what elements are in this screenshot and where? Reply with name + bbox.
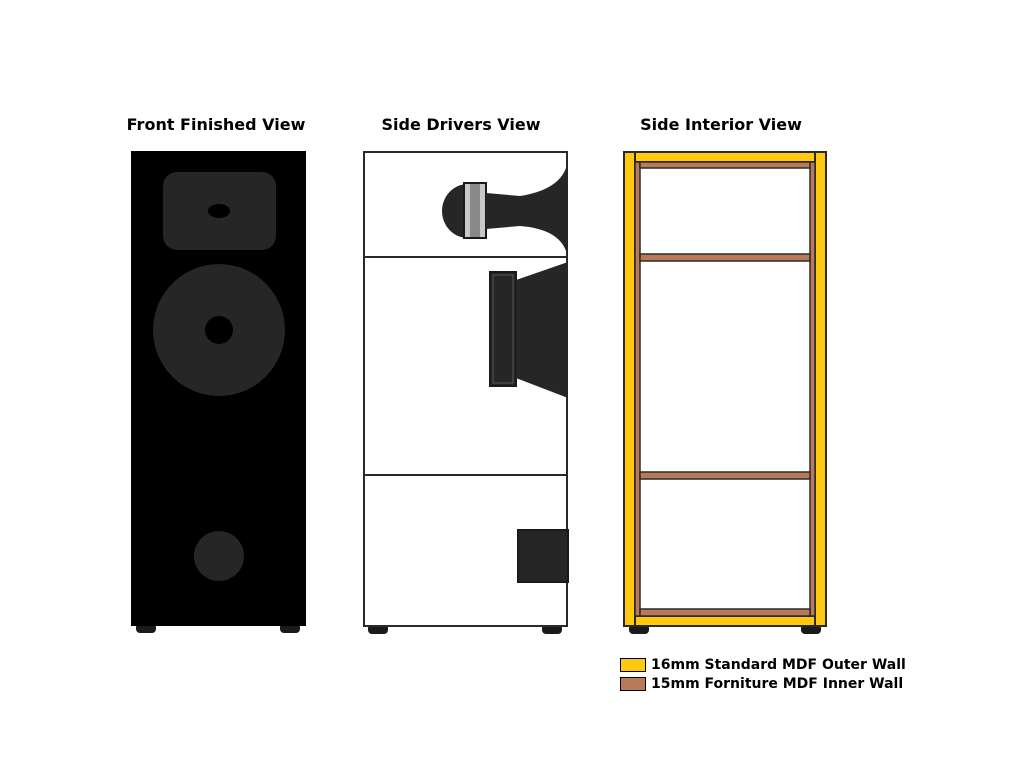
front-view-title: Front Finished View	[126, 115, 306, 134]
outer-wall-left	[623, 151, 636, 627]
midrange-horn-icon	[489, 262, 568, 398]
front-view	[131, 151, 306, 633]
inner-wall-left	[634, 161, 641, 617]
inner-wall-top	[639, 161, 811, 169]
tweeter-hole	[208, 204, 230, 218]
outer-wall-top	[634, 151, 816, 163]
inner-shelf-1	[639, 253, 811, 262]
legend-swatch-outer	[620, 658, 646, 672]
drivers-view	[363, 151, 569, 634]
inner-wall-right	[809, 161, 816, 617]
outer-wall-right	[814, 151, 827, 627]
tweeter-horn-icon	[442, 168, 568, 251]
interior-view	[623, 151, 827, 634]
legend-label-inner: 15mm Forniture MDF Inner Wall	[651, 676, 904, 692]
bass-port-icon	[517, 529, 569, 583]
inner-wall-bottom	[639, 608, 811, 617]
legend-swatch-inner	[620, 677, 646, 691]
legend-label-outer: 16mm Standard MDF Outer Wall	[651, 657, 906, 673]
midrange-center	[205, 316, 233, 344]
outer-wall-bottom	[634, 615, 816, 627]
inner-shelf-2	[639, 471, 811, 480]
drivers-view-title: Side Drivers View	[381, 115, 541, 134]
interior-view-title: Side Interior View	[640, 115, 802, 134]
bass-port	[194, 531, 244, 581]
legend-item-inner-wall: 15mm Forniture MDF Inner Wall	[620, 676, 903, 692]
legend-item-outer-wall: 16mm Standard MDF Outer Wall	[620, 657, 906, 673]
